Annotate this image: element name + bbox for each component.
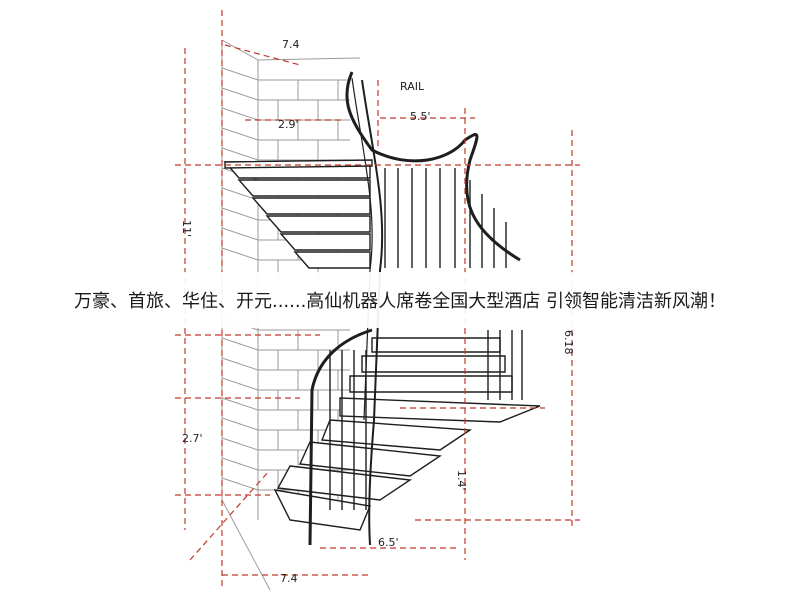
wall-top-edge <box>257 57 361 61</box>
upper-step <box>293 251 371 269</box>
lower-step <box>298 441 442 477</box>
balusters <box>329 168 523 510</box>
brick-course-side <box>221 417 259 431</box>
brick-course-side <box>221 247 259 261</box>
upper-step <box>251 197 371 215</box>
dim-label-bottom-width: 7.4 <box>280 572 298 585</box>
headline-text: 万豪、首旅、华住、开元......高仙机器人席卷全国大型酒店 引领智能清洁新风潮… <box>73 291 727 312</box>
dim-label-lower-height: 2.7' <box>182 432 203 445</box>
lower-flight-steps <box>273 337 541 531</box>
dim-base-diagonal <box>189 469 271 561</box>
brick-course-side <box>221 457 259 471</box>
brick-course-side <box>221 437 259 451</box>
dim-label-upper-height: 11' <box>180 220 193 237</box>
lower-step <box>371 337 501 353</box>
landing-edge <box>224 159 373 169</box>
dim-label-rail-offset: 5.5' <box>410 110 431 123</box>
lower-step <box>361 355 506 373</box>
brick-course-side <box>221 87 259 101</box>
lower-step <box>339 397 541 423</box>
brick-course-side <box>221 337 259 351</box>
brick-course-side <box>221 227 259 241</box>
brick-course-side <box>221 107 259 121</box>
brick-course-side <box>221 397 259 411</box>
upper-flight-steps <box>223 159 373 269</box>
dim-top-diagonal <box>224 44 301 66</box>
dim-label-rail: RAIL <box>400 80 425 93</box>
headline-banner: 万豪、首旅、华住、开元......高仙机器人席卷全国大型酒店 引领智能清洁新风潮… <box>0 272 800 328</box>
dim-label-lower-step: 1.4' <box>455 470 468 491</box>
upper-step <box>265 215 371 233</box>
brick-course-side <box>221 377 259 391</box>
lower-step <box>320 419 473 451</box>
dim-label-wall-run: 2.9' <box>278 118 299 131</box>
brick-course-side <box>221 187 259 201</box>
center-column-inner <box>351 77 373 421</box>
brick-course-side <box>221 67 259 81</box>
center-column <box>361 79 384 546</box>
dim-label-overall-height: 6.18 <box>562 330 575 355</box>
brick-course-side <box>221 357 259 371</box>
brick-course-side <box>221 207 259 221</box>
brick-course-side <box>221 147 259 161</box>
lower-step <box>273 489 371 531</box>
brick-course-side <box>221 477 259 491</box>
upper-step <box>237 179 371 197</box>
upper-step <box>279 233 371 251</box>
dim-label-base-run: 6.5' <box>378 536 399 549</box>
dim-label-top-width: 7.4 <box>282 38 300 51</box>
brick-course-side <box>221 127 259 141</box>
